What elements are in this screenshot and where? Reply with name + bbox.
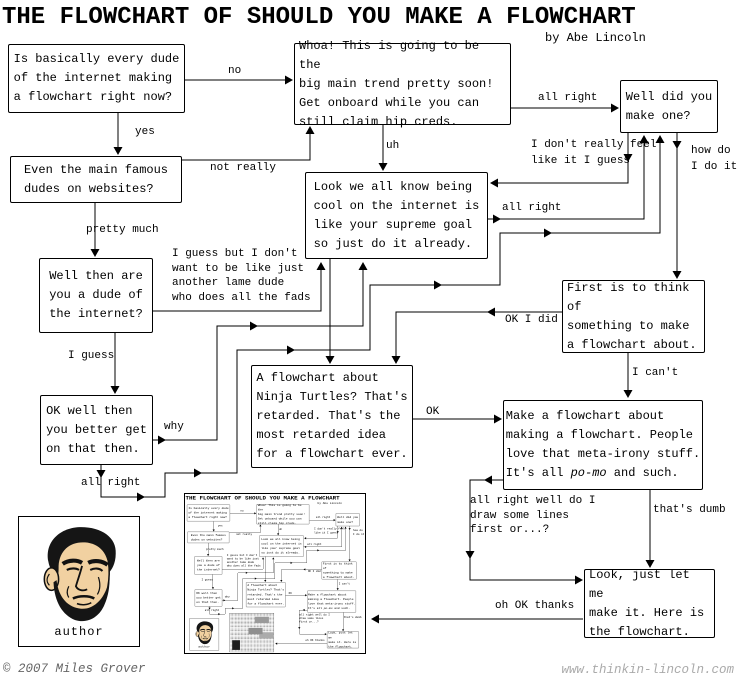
flow-arrows <box>207 512 351 645</box>
node-being-cool-supreme-goal: Look we all know being cool on the inter… <box>259 535 304 557</box>
edge-label-thats-dumb: that's dumb <box>653 504 726 516</box>
edge-label-all-right-okwell: all right <box>204 609 220 613</box>
lincoln-portrait-icon <box>195 621 214 645</box>
edge-label-i-guess-but: I guess but I don't want to be like just… <box>226 553 261 568</box>
edge-label-how-do-i-do-it: how do I do it <box>353 529 365 536</box>
node-here-is-the-flowchart: Look, just let me make it. Here is the f… <box>584 568 715 639</box>
box-line: love that meta-irony stuff. <box>505 447 701 461</box>
edge-label-draw-some-lines: all right well do I draw some lines firs… <box>299 613 330 624</box>
mini-flowchart-content: THE FLOWCHART OF SHOULD YOU MAKE A FLOWC… <box>185 494 365 653</box>
box-line: making a flowchart. People <box>505 428 694 442</box>
comic-byline: by Abe Lincoln <box>317 501 343 505</box>
edge-label-dont-feel-like-it: I don't really feel like it I guess <box>314 527 345 535</box>
edge-label-i-guess: I guess <box>68 350 115 362</box>
node-ninja-turtles: A flowchart about Ninja Turtles? That's … <box>246 582 286 608</box>
box-line: making a flowchart. People <box>308 597 354 601</box>
edge-label-all-right-look: all right <box>307 542 322 546</box>
node-meta-flowchart: Make a flowchart about making a flowchar… <box>503 400 703 490</box>
edge-label-not-really: not really <box>210 162 277 174</box>
node-meta-flowchart-text: Make a flowchart about making a flowchar… <box>308 592 355 610</box>
edge-label-pretty-much: pretty much <box>205 548 224 552</box>
edge-label-yes: yes <box>217 524 223 528</box>
pomo-italic: po-mo <box>570 466 607 480</box>
edge-label-how-do-i-do-it: how do I do it <box>691 145 738 173</box>
edge-label-no: no <box>240 509 244 513</box>
node-whoa-big-trend: Whoa! This is going to be the big main t… <box>294 39 511 129</box>
node-famous-dudes: Even the main famous dudes on websites? <box>187 531 230 544</box>
comic-root: THE FLOWCHART OF SHOULD YOU MAKE A FLOWC… <box>2 4 738 654</box>
mini-flowchart: THE FLOWCHART OF SHOULD YOU MAKE A FLOWC… <box>184 493 366 654</box>
comic-title: THE FLOWCHART OF SHOULD YOU MAKE A FLOWC… <box>185 494 340 502</box>
node-every-dude-question: Is basically every dude of the internet … <box>186 504 230 522</box>
comic-byline: by Abe Lincoln <box>545 31 646 45</box>
node-dude-of-internet: Well then are you a dude of the internet… <box>39 258 153 333</box>
comic-title: THE FLOWCHART OF SHOULD YOU MAKE A FLOWC… <box>2 4 636 31</box>
site-url-text: www.thinkin-lincoln.com <box>561 663 734 677</box>
node-think-of-something: First is to think of something to make a… <box>562 280 705 353</box>
edge-label-thats-dumb: that's dumb <box>343 615 362 619</box>
mini-flowchart-content <box>229 613 274 652</box>
mini-comic-scaler: THE FLOWCHART OF SHOULD YOU MAKE A FLOWC… <box>185 494 365 653</box>
edge-label-all-right-okwell: all right <box>81 477 141 489</box>
edge-label-pretty-much: pretty much <box>86 224 159 236</box>
box-line: Make a flowchart about <box>505 409 665 423</box>
node-here-is-the-flowchart: Look, just let me make it. Here is the f… <box>327 631 359 648</box>
box-line: It's all po-mo and such. <box>308 606 351 611</box>
node-did-you-make-one: Well did you make one? <box>335 513 360 527</box>
node-think-of-something: First is to think of something to make a… <box>321 561 357 580</box>
mini-mini-flowchart-blob <box>229 613 274 652</box>
author-portrait-panel: author <box>18 516 140 647</box>
edge-label-all-right-whoa: all right <box>315 516 331 520</box>
edge-label-uh: uh <box>386 140 400 152</box>
node-whoa-big-trend: Whoa! This is going to be the big main t… <box>256 503 310 525</box>
node-meta-flowchart: Make a flowchart about making a flowchar… <box>307 590 356 613</box>
node-better-get-on-that: OK well then you better get on that then… <box>194 589 223 607</box>
edge-label-i-cant: I can't <box>632 367 679 379</box>
edge-label-all-right-look: all right <box>502 202 562 214</box>
edge-label-uh: uh <box>278 527 283 531</box>
node-famous-dudes: Even the main famous dudes on websites? <box>10 156 182 203</box>
mini-flowchart <box>229 613 275 653</box>
lincoln-portrait-icon <box>43 527 116 622</box>
copyright-text: © 2007 Miles Grover <box>3 662 146 676</box>
flow-arrows <box>90 75 682 624</box>
box-line: love that meta-irony stuff. <box>308 602 356 606</box>
edge-label-oh-ok-thanks: oh OK thanks <box>495 600 575 612</box>
edge-label-ok: OK <box>426 406 440 418</box>
edge-label-why: why <box>164 421 184 433</box>
node-better-get-on-that: OK well then you better get on that then… <box>40 395 153 465</box>
edge-label-all-right-whoa: all right <box>538 92 598 104</box>
node-every-dude-question: Is basically every dude of the internet … <box>8 44 185 113</box>
author-caption: author <box>198 645 211 649</box>
box-line: Make a flowchart about <box>308 592 347 597</box>
edge-label-dont-feel-like-it: I don't really feel like it I guess <box>531 139 657 167</box>
edge-label-ok-i-did: OK I did <box>505 314 558 326</box>
node-ninja-turtles: A flowchart about Ninja Turtles? That's … <box>251 365 413 468</box>
node-meta-flowchart-text: Make a flowchart about making a flowchar… <box>506 407 700 483</box>
edge-label-ok: OK <box>288 592 292 596</box>
edge-label-i-guess-but: I guess but I don't want to be like just… <box>172 248 311 304</box>
edge-label-yes: yes <box>135 126 155 138</box>
edge-label-why: why <box>224 595 230 599</box>
node-dude-of-internet: Well then are you a dude of the internet… <box>194 556 223 575</box>
edge-label-ok-i-did: OK I did <box>307 569 321 573</box>
edge-label-not-really: not really <box>236 533 253 537</box>
author-caption: author <box>54 625 104 639</box>
author-portrait-panel: author <box>189 618 220 651</box>
box-line: It's all po-mo and such. <box>505 466 679 480</box>
node-did-you-make-one: Well did you make one? <box>620 80 718 133</box>
edge-label-draw-some-lines: all right well do I draw some lines firs… <box>470 495 596 536</box>
edge-label-i-guess: I guess <box>201 578 213 582</box>
pomo-italic: po-mo <box>323 606 333 611</box>
edge-label-oh-ok-thanks: oh OK thanks <box>305 639 325 642</box>
edge-label-no: no <box>228 65 242 77</box>
node-being-cool-supreme-goal: Look we all know being cool on the inter… <box>305 172 488 259</box>
edge-label-i-cant: I can't <box>338 582 350 586</box>
